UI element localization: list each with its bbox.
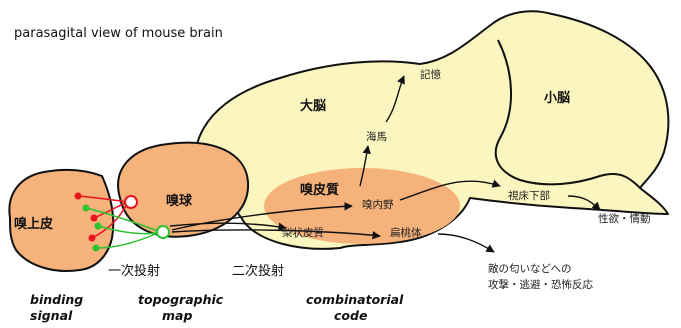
- label-olfactory-cortex: 嗅皮質: [300, 182, 339, 198]
- label-memory: 記憶: [420, 68, 441, 81]
- neuron-red-2: [91, 215, 98, 222]
- label-hippocampus: 海馬: [366, 130, 387, 143]
- label-signal: signal: [30, 308, 73, 323]
- label-amygdala: 扁桃体: [390, 226, 422, 239]
- neuron-green-3: [93, 245, 100, 252]
- label-combinatorial: combinatorial: [306, 292, 404, 307]
- label-olfactory-epithelium: 嗅上皮: [14, 216, 53, 232]
- neuron-red-3: [89, 235, 96, 242]
- label-olfactory-bulb: 嗅球: [166, 193, 193, 209]
- glomerulus-green: [157, 226, 169, 238]
- label-enemy-smell-2: 攻撃・逃避・恐怖反応: [488, 278, 593, 291]
- neuron-green-1: [83, 205, 90, 212]
- label-topographic: topographic: [138, 292, 224, 307]
- label-cerebellum: 小脳: [544, 91, 570, 106]
- diagram-title: parasagital view of mouse brain: [14, 26, 223, 41]
- label-map: map: [162, 308, 192, 323]
- neuron-red-1: [75, 193, 82, 200]
- label-hypothalamus: 視床下部: [508, 189, 550, 202]
- label-entorhinal: 嗅内野: [362, 198, 394, 211]
- label-binding: binding: [30, 292, 83, 307]
- label-primary-projection: 一次投射: [108, 263, 160, 279]
- label-sex-emotion: 性欲・情動: [598, 212, 651, 225]
- glomerulus-red: [125, 196, 137, 208]
- label-code: code: [334, 308, 367, 323]
- label-enemy-smell-1: 敵の匂いなどへの: [488, 262, 571, 275]
- label-piriform: 梨状皮質: [282, 226, 324, 239]
- label-secondary-projection: 二次投射: [232, 263, 284, 279]
- neuron-green-2: [95, 223, 102, 230]
- label-cerebrum: 大脳: [300, 98, 326, 114]
